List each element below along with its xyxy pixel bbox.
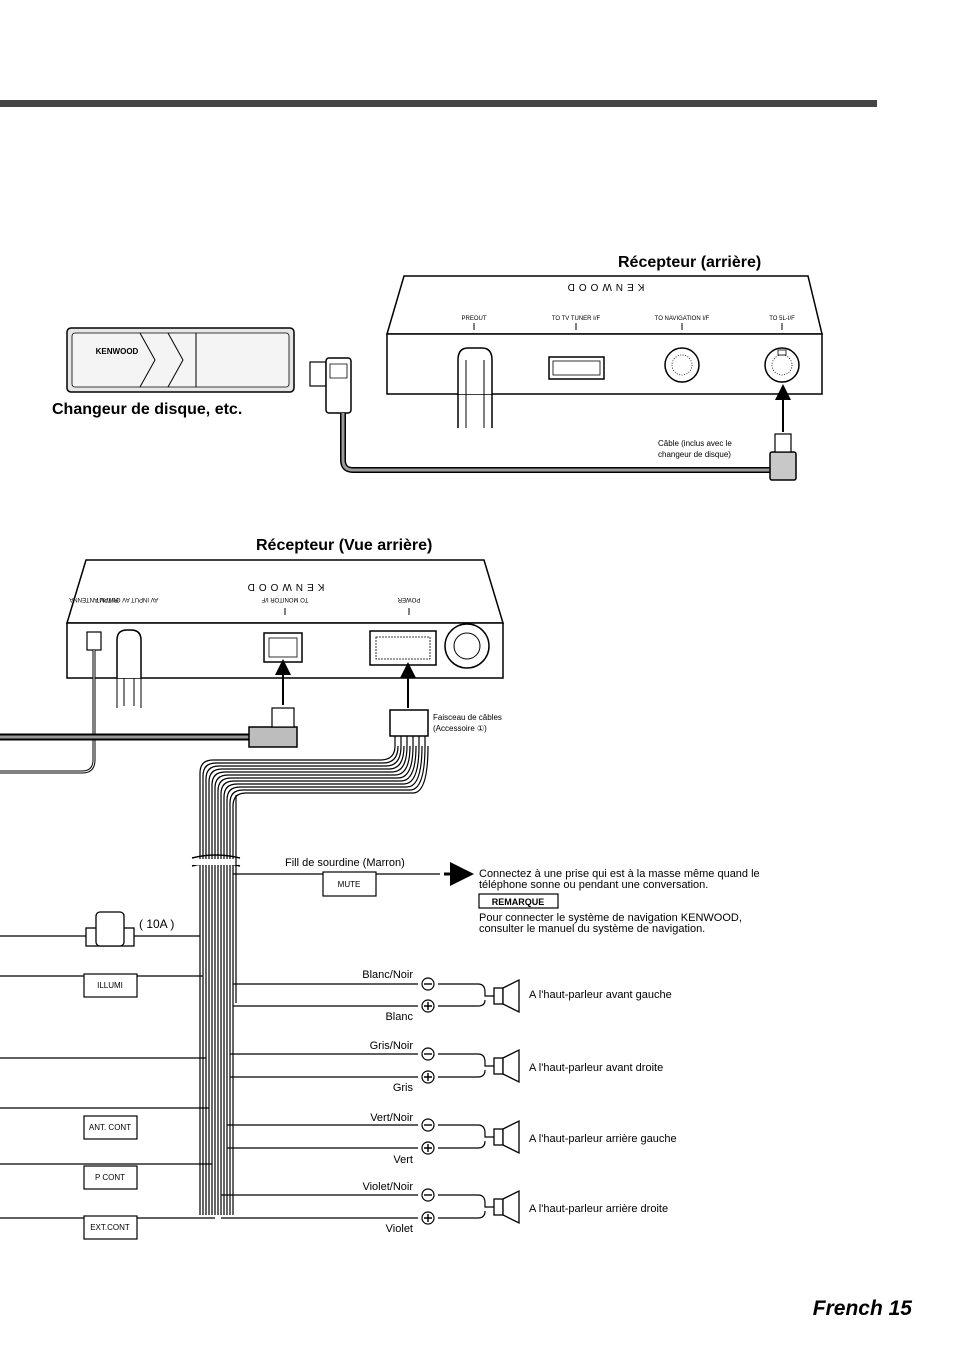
speaker-group-front-left [233, 795, 520, 1014]
port-label-preout: PREOUT [461, 316, 486, 322]
ant-cont-box: ANT. CONT [83, 1115, 138, 1140]
page-footer: French 15 [813, 1297, 913, 1320]
rear-receiver-unit: KENWOOD PREOUT TO TV TUNER I/F TO NAVIGA… [385, 275, 823, 428]
changer-title: Changeur de disque, etc. [52, 401, 242, 418]
svg-text:P CONT: P CONT [95, 1173, 125, 1182]
speaker-fr-target: A l'haut-parleur avant droite [529, 1062, 663, 1074]
cable-note-line1: Câble (inclus avec le [658, 439, 732, 448]
speaker-group-front-right [230, 1047, 520, 1084]
remarque-badge-bg [478, 893, 559, 909]
svg-text:ILLUMI: ILLUMI [97, 981, 123, 990]
speaker-rr-neg-label: Violet/Noir [362, 1181, 413, 1193]
port-label-tv-tuner: TO TV TUNER I/F [552, 316, 601, 322]
fuse-label: ( 10A ) [139, 917, 174, 931]
disc-changer: KENWOOD [66, 327, 295, 393]
svg-text:MUTE: MUTE [338, 880, 361, 889]
ext-cont-box: EXT.CONT [83, 1215, 138, 1240]
changer-brand: KENWOOD [96, 347, 139, 356]
back-port-monitor: TO MONITOR I/F [261, 596, 308, 602]
speaker-group-rear-right [221, 1188, 520, 1225]
speaker-fr-pos-label: Gris [393, 1082, 414, 1094]
speaker-fl-neg-label: Blanc/Noir [362, 969, 413, 981]
harness-bundle [199, 745, 429, 1215]
speaker-fl-pos-label: Blanc [385, 1011, 413, 1023]
svg-text:EXT.CONT: EXT.CONT [90, 1223, 130, 1232]
speaker-rr-target: A l'haut-parleur arrière droite [529, 1203, 668, 1215]
mute-note-line1: Connectez à une prise qui est à la masse… [479, 868, 760, 880]
header-rule [0, 100, 877, 107]
rear-receiver-title: Récepteur (arrière) [618, 254, 761, 271]
mute-note-line2: téléphone sonne ou pendant une conversat… [479, 879, 708, 891]
back-port-power: POWER [397, 596, 420, 602]
speaker-fr-neg-label: Gris/Noir [370, 1040, 414, 1052]
speaker-fl-target: A l'haut-parleur avant gauche [529, 989, 672, 1001]
speaker-rr-pos-label: Violet [386, 1223, 413, 1235]
receiver-back-unit: KENWOOD FM/AM ANTENNA AV INPUT AV OUTPUT… [65, 559, 505, 708]
mute-wire-label: Fill de sourdine (Marron) [285, 857, 405, 869]
speaker-group-rear-left [227, 1118, 520, 1155]
svg-text:ANT. CONT: ANT. CONT [89, 1123, 131, 1132]
monitor-plug [248, 707, 298, 748]
5l-if-plug [769, 433, 797, 481]
speaker-rl-pos-label: Vert [393, 1154, 413, 1166]
remarque-badge: REMARQUE [492, 897, 545, 907]
harness-note-line2: (Accessoire ①) [433, 724, 487, 733]
illumi-box: ILLUMI [83, 973, 138, 998]
speaker-rl-target: A l'haut-parleur arrière gauche [529, 1133, 677, 1145]
rear-receiver-brand: KENWOOD [564, 281, 645, 292]
rear-view-title: Récepteur (Vue arrière) [256, 537, 432, 554]
port-label-navigation: TO NAVIGATION I/F [655, 316, 710, 322]
back-port-av: AV INPUT AV OUTPUT [95, 596, 158, 602]
remarque-line2: consulter le manuel du système de naviga… [479, 923, 705, 935]
port-label-5l-if: TO 5L-I/F [769, 316, 795, 322]
back-port-antenna: FM/AM ANTENNA [69, 596, 118, 602]
back-brand: KENWOOD [244, 581, 325, 592]
fuse-holder [85, 911, 135, 947]
speaker-rl-neg-label: Vert/Noir [370, 1112, 413, 1124]
cable-note-line2: changeur de disque) [658, 450, 731, 459]
harness-note-line1: Faisceau de câbles [433, 713, 502, 722]
remarque-line1: Pour connecter le système de navigation … [479, 912, 742, 924]
harness-plug [389, 709, 429, 746]
p-cont-box: P CONT [83, 1165, 138, 1190]
mute-box: MUTE [322, 871, 377, 897]
changer-plug [309, 357, 352, 414]
